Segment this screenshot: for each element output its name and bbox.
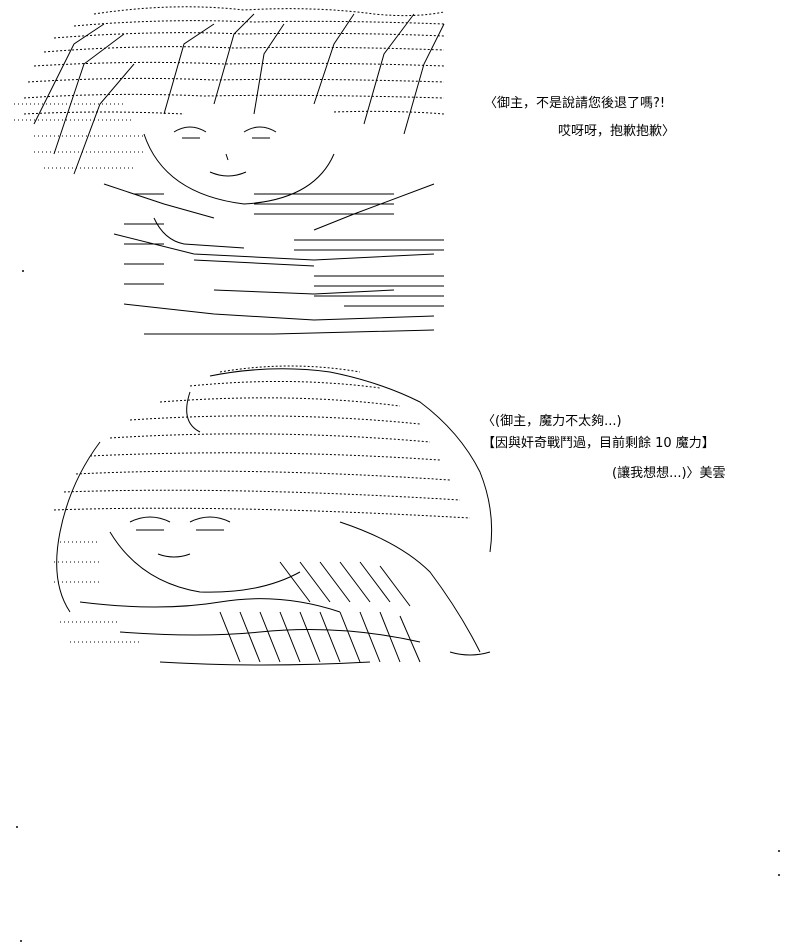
panel-bottom: 〈(御主，魔力不太夠...) 【因與奸奇戰鬥過，目前剩餘 10 魔力】 (讓我想… [0,340,800,942]
dialogue-line-2: 哎呀呀，抱歉抱歉〉 [558,124,676,139]
stray-dot [778,850,780,852]
ascii-art-character-lying [53,365,493,666]
stray-dot [778,874,780,876]
dialogue-line-2: 【因與奸奇戰鬥過，目前剩餘 10 魔力】 [482,436,715,451]
dialogue-line-1: 〈(御主，魔力不太夠...) [482,414,622,429]
ascii-art-character-closeup [14,6,445,335]
stray-dot [16,826,18,828]
stray-dot [22,270,24,272]
dialogue-line-3: (讓我想想...)〉美雲 [612,466,726,481]
panel-top: 〈御主，不是說請您後退了嗎?! 哎呀呀，抱歉抱歉〉 [0,0,800,340]
dialogue-line-1: 〈御主，不是說請您後退了嗎?! [484,96,666,111]
